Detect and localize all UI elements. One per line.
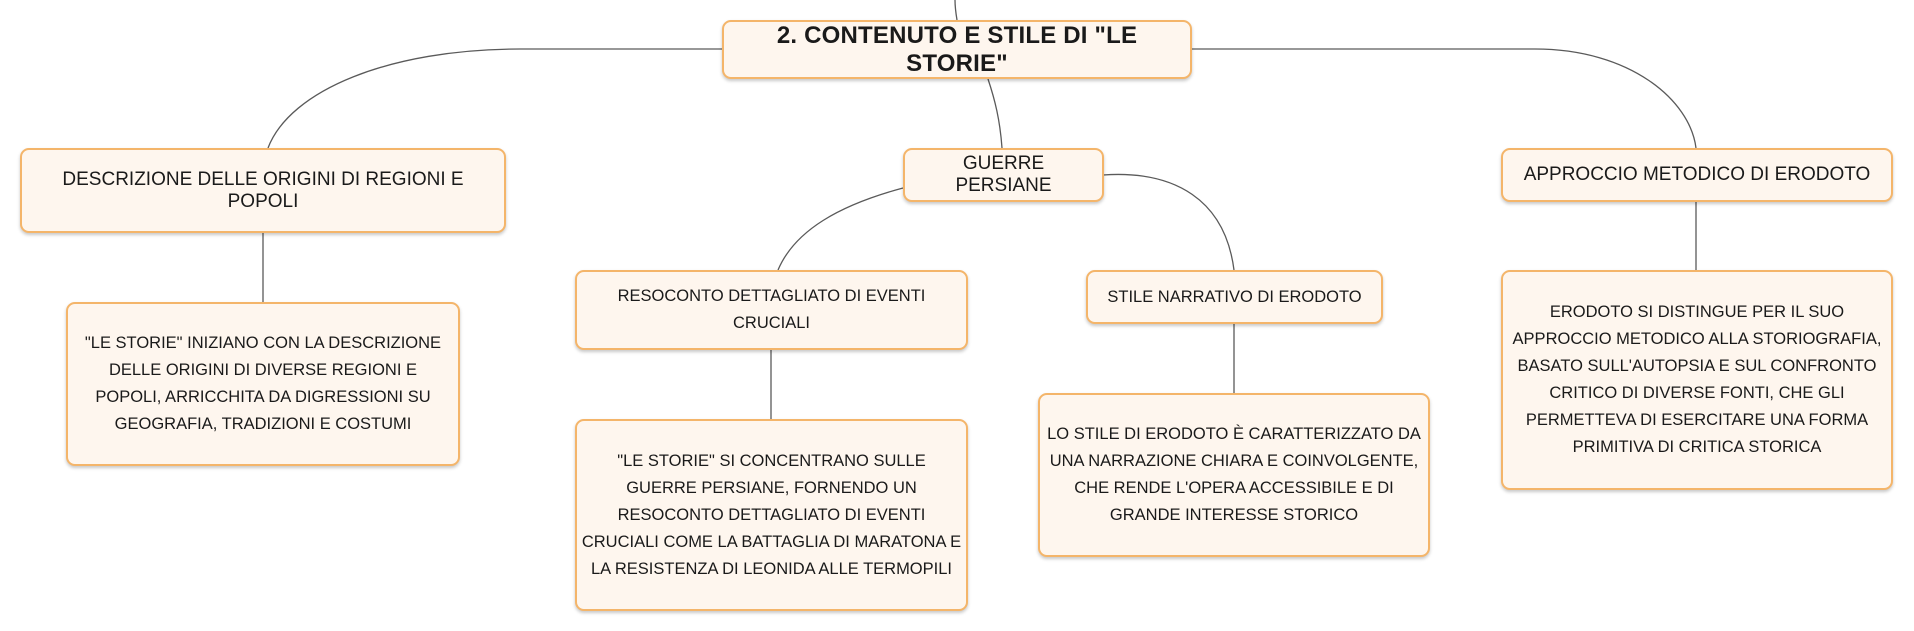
node-method[interactable]: APPROCCIO METODICO DI ERODOTO bbox=[1501, 148, 1893, 202]
root-node-label: 2. CONTENUTO E STILE DI "LE STORIE" bbox=[776, 21, 1138, 77]
node-origins-detail[interactable]: "LE STORIE" INIZIANO CON LA DESCRIZIONE … bbox=[66, 302, 460, 466]
connector-wars-to-style bbox=[1102, 173, 1235, 271]
connector-parent-to-root bbox=[954, 0, 958, 21]
node-events-detail-text: "LE STORIE" SI CONCENTRANO SULLE GUERRE … bbox=[581, 451, 962, 578]
connector-root-to-method bbox=[1190, 48, 1697, 149]
node-events[interactable]: RESOCONTO DETTAGLIATO DI EVENTI CRUCIALI bbox=[575, 270, 968, 350]
node-persian-wars[interactable]: GUERRE PERSIANE bbox=[903, 148, 1104, 202]
node-narrative-style[interactable]: STILE NARRATIVO DI ERODOTO bbox=[1086, 270, 1383, 324]
node-narrative-style-detail-text: LO STILE DI ERODOTO È CARATTERIZZATO DA … bbox=[1047, 425, 1421, 524]
node-narrative-style-label: STILE NARRATIVO DI ERODOTO bbox=[1107, 287, 1362, 306]
node-narrative-style-detail[interactable]: LO STILE DI ERODOTO È CARATTERIZZATO DA … bbox=[1038, 393, 1430, 557]
connector-wars-to-events bbox=[777, 187, 904, 271]
node-persian-wars-label: GUERRE PERSIANE bbox=[955, 153, 1052, 196]
node-method-detail-text: ERODOTO SI DISTINGUE PER IL SUO APPROCCI… bbox=[1512, 303, 1882, 456]
node-origins-label: DESCRIZIONE DELLE ORIGINI DI REGIONI E P… bbox=[62, 168, 464, 212]
node-events-detail[interactable]: "LE STORIE" SI CONCENTRANO SULLE GUERRE … bbox=[575, 419, 968, 611]
connector-root-to-wars bbox=[987, 78, 1003, 149]
node-method-detail[interactable]: ERODOTO SI DISTINGUE PER IL SUO APPROCCI… bbox=[1501, 270, 1893, 490]
node-method-label: APPROCCIO METODICO DI ERODOTO bbox=[1523, 164, 1871, 185]
node-origins-detail-text: "LE STORIE" INIZIANO CON LA DESCRIZIONE … bbox=[84, 334, 442, 433]
connector-root-to-origins bbox=[267, 48, 722, 149]
node-origins[interactable]: DESCRIZIONE DELLE ORIGINI DI REGIONI E P… bbox=[20, 148, 506, 233]
root-node[interactable]: 2. CONTENUTO E STILE DI "LE STORIE" bbox=[722, 20, 1192, 79]
node-events-label: RESOCONTO DETTAGLIATO DI EVENTI CRUCIALI bbox=[617, 287, 926, 332]
